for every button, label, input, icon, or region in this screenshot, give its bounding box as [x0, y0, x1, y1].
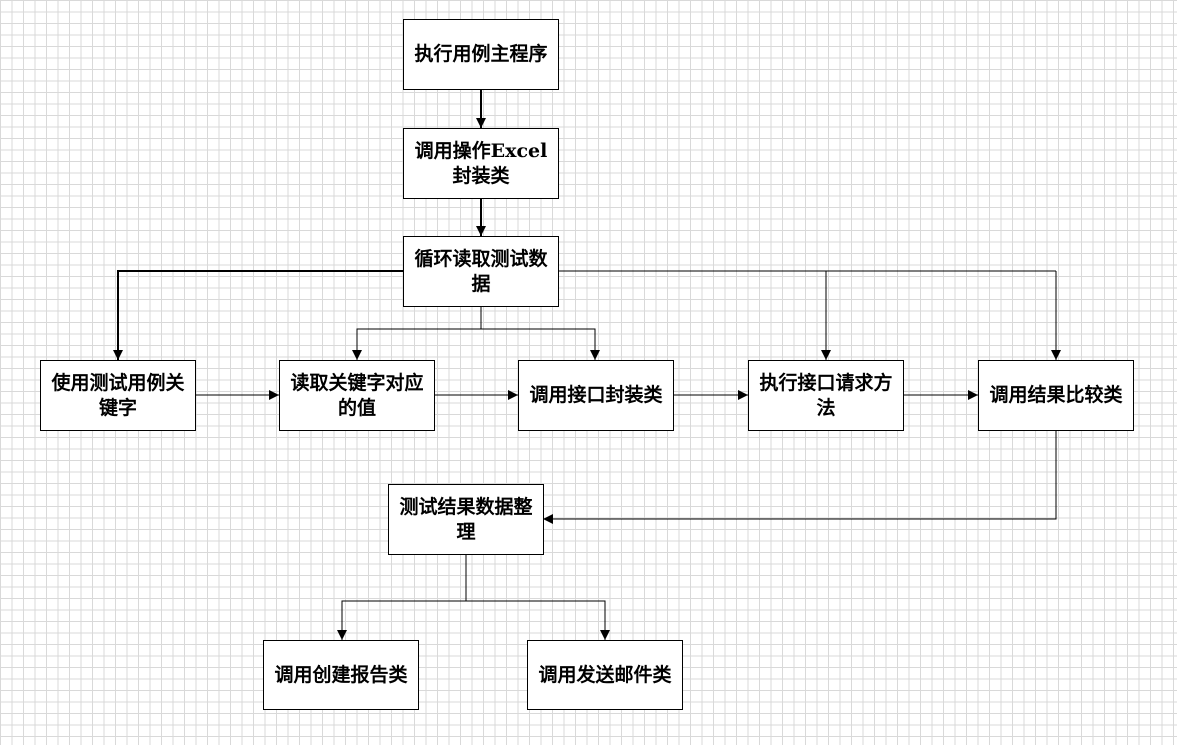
- edge-loop-to-read-keyword: [352, 328, 481, 360]
- node-exec-request: 执行接口请求方法: [748, 360, 904, 431]
- node-main-program: 执行用例主程序: [403, 19, 559, 90]
- edge-organize-to-report: [337, 600, 466, 640]
- node-use-keyword: 使用测试用例关键字: [40, 360, 196, 431]
- edge-compare-to-organize: [543, 430, 1057, 524]
- node-create-report: 调用创建报告类: [263, 640, 419, 710]
- node-read-keyword-value: 读取关键字对应的值: [279, 360, 435, 431]
- edge-organize-to-mail: [466, 600, 610, 640]
- edge-loop-to-use-keyword: [113, 270, 404, 360]
- node-organize: 测试结果数据整理: [388, 484, 544, 555]
- node-api-wrapper: 调用接口封装类: [518, 360, 674, 431]
- node-excel-wrapper: 调用操作Excel封装类: [403, 128, 559, 199]
- node-loop-read: 循环读取测试数据: [403, 236, 559, 307]
- node-send-mail: 调用发送邮件类: [527, 640, 683, 710]
- node-compare: 调用结果比较类: [978, 360, 1134, 431]
- edge-loop-to-api-wrapper: [481, 328, 600, 360]
